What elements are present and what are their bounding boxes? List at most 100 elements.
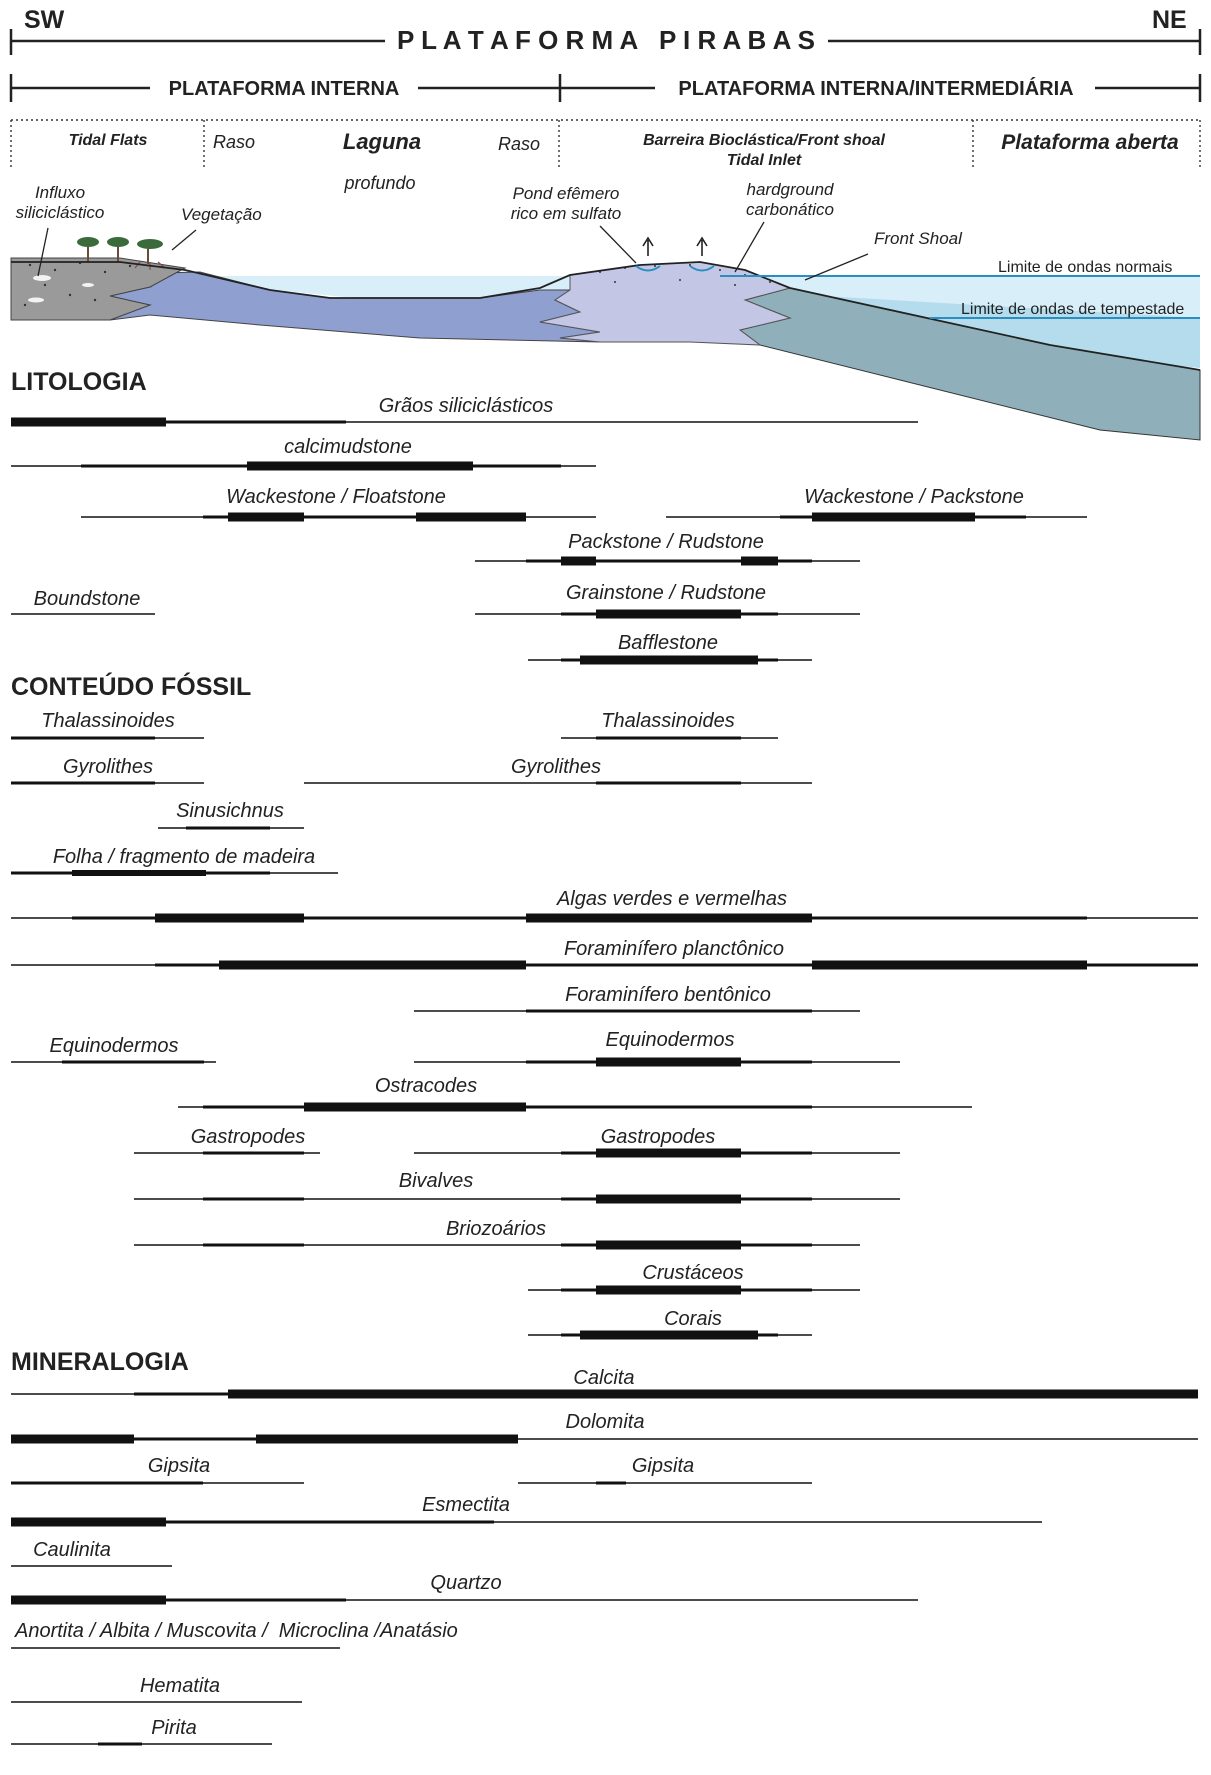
row-label: Grainstone / Rudstone [566,582,766,604]
fossil-gyrolithes-1: Gyrolithes [11,756,204,785]
fossil-algas: Algas verdes e vermelhas [11,888,1198,923]
row-label: Boundstone [34,588,141,610]
mineral-feldspatos: Anortita / Albita / Muscovita / Microcli… [11,1620,458,1649]
row-label: Gastropodes [601,1126,716,1148]
row-label: Esmectita [422,1494,510,1516]
label-influxo: Influxo [35,183,85,202]
zone-plataforma-aberta: Plataforma aberta [1001,131,1179,154]
lito-wackestone-packstone: Wackestone / Packstone [666,486,1087,522]
range-bar [734,221,765,273]
fossil-thalassinoides-1: Thalassinoides [11,710,204,740]
sw-label: SW [24,6,65,34]
zone-barreira: Barreira Bioclástica/Front shoal [643,132,885,149]
heading-litologia: LITOLOGIA [11,368,147,396]
label-ondas-tempestade: Limite de ondas de tempestade [961,301,1184,318]
lito-calcimudstone: calcimudstone [11,436,596,471]
label-siliciclastico: siliciclástico [16,203,105,222]
lito-grainstone-rudstone: Grainstone / Rudstone [475,582,860,619]
row-label: Sinusichnus [176,800,284,822]
mineral-gipsita-1: Gipsita [11,1455,304,1485]
lito-siliciclasticos: Grãos siliciclásticos [11,395,918,427]
mineral-pirita: Pirita [11,1717,272,1746]
label-pond-2: rico em sulfato [511,204,622,223]
tidal-flat-land [10,257,187,321]
row-label: Caulinita [33,1539,111,1561]
fossil-crustaceos: Crustáceos [528,1262,860,1295]
row-label: Wackestone / Packstone [804,486,1024,508]
row-label: Bivalves [399,1170,473,1192]
zone-boxes [10,119,1201,167]
zone-tidal-flats: Tidal Flats [69,132,148,149]
fossil-thalassinoides-2: Thalassinoides [561,710,778,740]
lito-packstone-rudstone: Packstone / Rudstone [475,531,860,566]
mineral-quartzo: Quartzo [11,1572,918,1605]
fossil-gastropodes-1: Gastropodes [134,1126,320,1155]
zone-raso-1: Raso [213,132,255,152]
row-label: Equinodermos [606,1029,735,1051]
row-label: Thalassinoides [41,710,174,732]
label-vegetacao: Vegetação [181,205,262,224]
ne-label: NE [1152,6,1187,34]
label-carbonatico: carbonático [746,200,834,219]
fossil-foram-bentonico: Foraminífero bentônico [414,984,860,1013]
plataforma-intermediaria-label: PLATAFORMA INTERNA/INTERMEDIÁRIA [678,77,1073,100]
fossil-sinusichnus: Sinusichnus [158,800,304,830]
row-label: Ostracodes [375,1075,477,1097]
lito-wackestone-floatstone: Wackestone / Floatstone [81,486,596,522]
row-label: Grãos siliciclásticos [379,395,553,417]
row-label: Gastropodes [191,1126,306,1148]
row-label: Gyrolithes [511,756,601,778]
label-ondas-normais: Limite de ondas normais [998,259,1172,276]
label-front-shoal: Front Shoal [874,229,963,248]
row-label: Gipsita [632,1455,694,1477]
row-label: Gyrolithes [63,756,153,778]
mineral-gipsita-2: Gipsita [518,1455,812,1485]
row-label: Anortita / Albita / Muscovita / Microcli… [14,1620,458,1642]
mineral-esmectita: Esmectita [11,1494,1042,1527]
fossil-rows: Thalassinoides Thalassinoides Gyrolithes… [11,710,1198,1340]
row-label: Equinodermos [50,1035,179,1057]
row-label: Quartzo [430,1572,501,1594]
row-label: Thalassinoides [601,710,734,732]
row-label: Briozoários [446,1218,546,1240]
range-bar [171,229,197,251]
fossil-equinodermos-1: Equinodermos [11,1035,216,1064]
plataforma-interna-label: PLATAFORMA INTERNA [169,78,400,100]
row-label: Wackestone / Floatstone [226,486,446,508]
fossil-briozoarios: Briozoários [134,1218,860,1250]
zone-raso-2: Raso [498,134,540,154]
mineralogia-rows: Calcita Dolomita Gipsita Gipsita Esmecti… [11,1367,1198,1746]
row-label: Foraminífero planctônico [564,938,784,960]
zone-laguna: Laguna [343,129,421,154]
mineral-hematita: Hematita [11,1675,302,1703]
fossil-corais: Corais [528,1308,812,1340]
lito-bafflestone: Bafflestone [528,632,812,665]
litologia-rows: Grãos siliciclásticos calcimudstone Wack… [11,395,1087,665]
heading-conteudo-fossil: CONTEÚDO FÓSSIL [11,671,251,701]
label-hardground: hardground [747,180,835,199]
row-label: Crustáceos [642,1262,743,1284]
zone-labels: Tidal Flats Raso Laguna Raso profundo Ba… [69,129,1179,193]
evaporation-arrow-icon [642,236,654,256]
range-bar [804,253,869,281]
row-label: Bafflestone [618,632,718,654]
zone-tidal-inlet: Tidal Inlet [727,152,802,169]
evaporation-arrow-icon-2 [696,236,708,256]
profile-cross-section: Influxo siliciclástico Vegetação Pond ef… [10,180,1201,441]
fossil-gastropodes-2: Gastropodes [414,1126,900,1158]
row-label: Dolomita [566,1411,645,1433]
row-label: Algas verdes e vermelhas [556,888,787,910]
fossil-gyrolithes-2: Gyrolithes [304,756,812,785]
row-label: Foraminífero bentônico [565,984,771,1006]
mangrove-vegetation-icon [77,237,166,270]
fossil-folha-madeira: Folha / fragmento de madeira [11,846,338,876]
fossil-equinodermos-2: Equinodermos [414,1029,900,1067]
sea-floor-line [11,261,1201,371]
land-stipple [23,261,132,307]
label-pond: Pond efêmero [513,184,620,203]
fossil-bivalves: Bivalves [134,1170,900,1204]
row-label: calcimudstone [284,436,412,458]
mineral-calcita: Calcita [11,1367,1198,1399]
row-label: Pirita [151,1717,197,1739]
